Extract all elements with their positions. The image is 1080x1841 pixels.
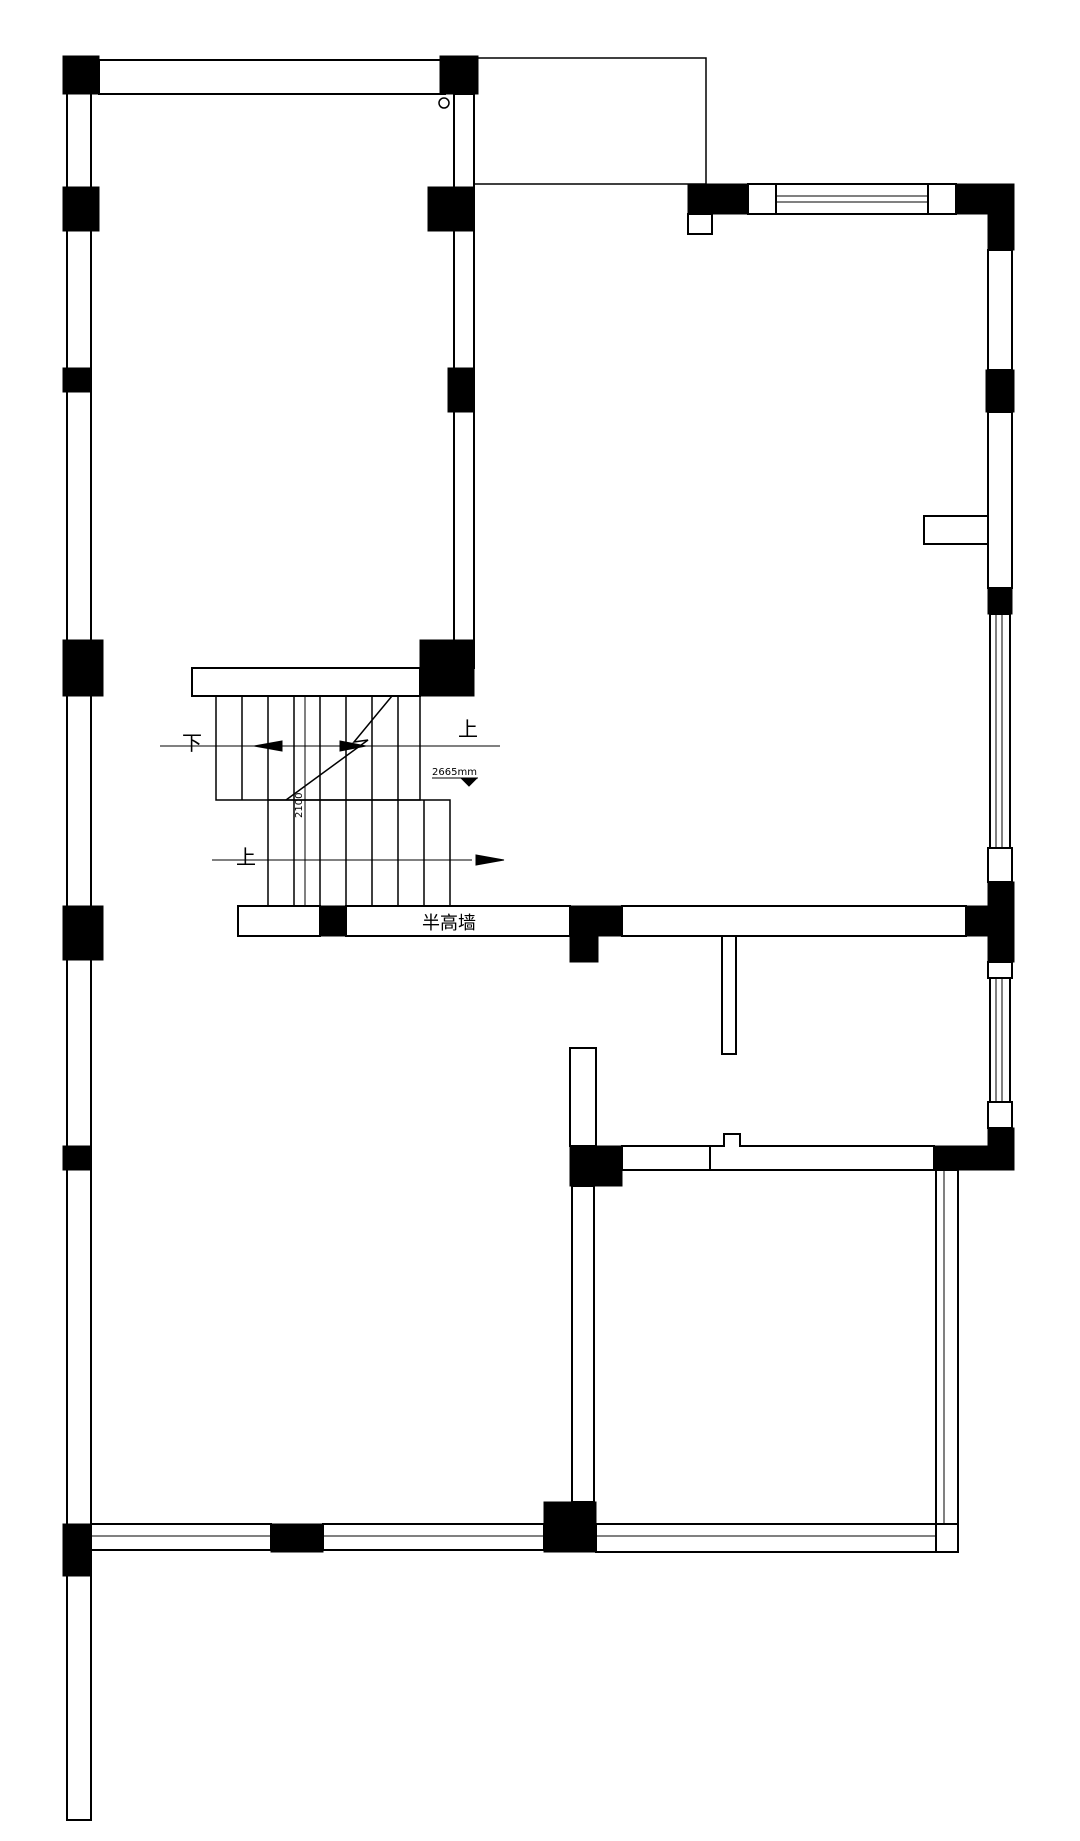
staircase bbox=[160, 667, 505, 907]
top-balcony-outline bbox=[474, 57, 707, 185]
middle-horizontal-wall bbox=[237, 905, 1015, 963]
left-exterior-wall bbox=[62, 55, 104, 1821]
stair-down-label: 下 bbox=[182, 731, 202, 755]
bottom-right-balcony bbox=[595, 1169, 959, 1553]
top-left-room-walls bbox=[91, 55, 479, 697]
stair-up-label-top: 上 bbox=[458, 717, 478, 741]
bottom-wall bbox=[90, 1492, 545, 1553]
bottom-divider-wall bbox=[543, 1185, 597, 1553]
small-room-walls bbox=[569, 935, 1015, 1187]
right-room-walls bbox=[687, 183, 1015, 1171]
half-height-wall-label: 半高墙 bbox=[422, 913, 476, 934]
stair-dimension-label: 2100 bbox=[294, 793, 305, 818]
stair-up-label-bottom: 上 bbox=[236, 845, 256, 869]
elevation-label: 2665mm bbox=[432, 767, 477, 778]
